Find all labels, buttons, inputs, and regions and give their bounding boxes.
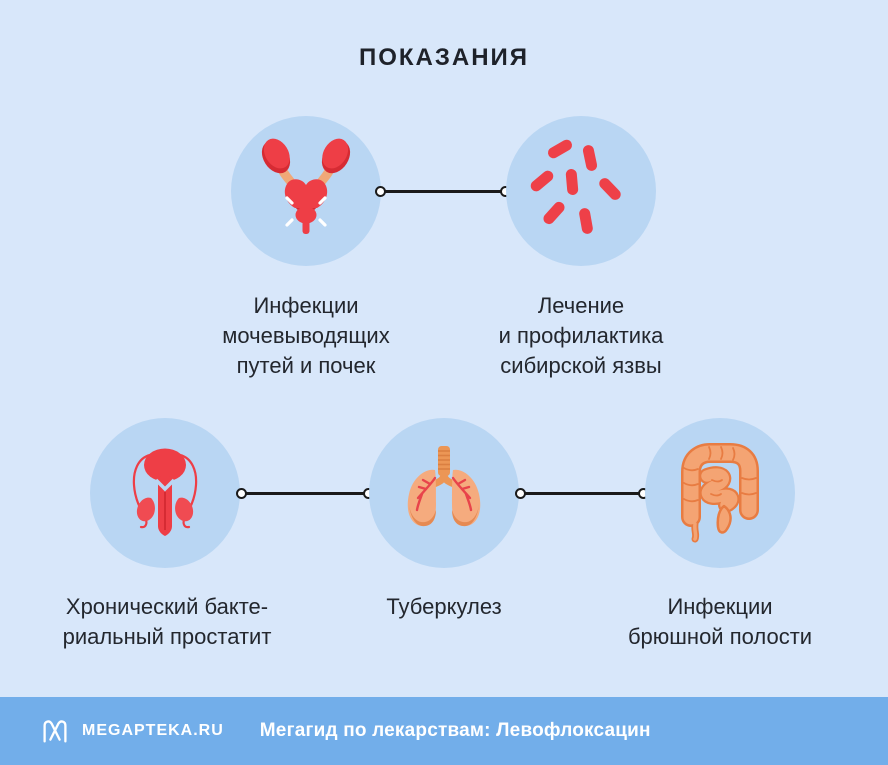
lungs-icon xyxy=(407,446,481,527)
anthrax-bacteria-icon xyxy=(530,139,621,234)
card-circle-abdominal xyxy=(645,418,795,568)
connector-line xyxy=(525,491,639,495)
label-urinary: Инфекции мочевыводящих путей и почек xyxy=(222,293,390,378)
label-abdominal: Инфекции брюшной полости xyxy=(627,594,813,649)
connector-bottom-left xyxy=(236,487,374,499)
connector-top xyxy=(375,185,511,197)
urinary-system-icon xyxy=(261,138,351,234)
label-prostatitis: Хронический бакте- риальный простатит xyxy=(62,594,272,649)
card-circle-anthrax xyxy=(506,116,656,266)
label-anthrax: Лечение и профилактика сибирской язвы xyxy=(498,293,664,378)
connector-bottom-right xyxy=(515,487,649,499)
connector-line xyxy=(385,189,501,193)
card-circle-prostatitis xyxy=(90,418,240,568)
footer-bar: MEGAPTEKA.RU Мегагид по лекарствам: Лево… xyxy=(0,697,888,765)
footer-brand-text: MEGAPTEKA.RU xyxy=(82,722,224,739)
megapteka-logo-icon xyxy=(43,720,67,743)
footer-caption-text: Мегагид по лекарствам: Левофлоксацин xyxy=(259,720,651,741)
intestines-icon xyxy=(681,443,759,543)
card-circle-urinary xyxy=(231,116,381,266)
label-tuberculosis: Туберкулез xyxy=(386,594,502,619)
male-reproductive-icon xyxy=(132,448,198,536)
card-circle-tuberculosis xyxy=(369,418,519,568)
page-title: ПОКАЗАНИЯ xyxy=(358,44,530,71)
connector-line xyxy=(246,491,364,495)
